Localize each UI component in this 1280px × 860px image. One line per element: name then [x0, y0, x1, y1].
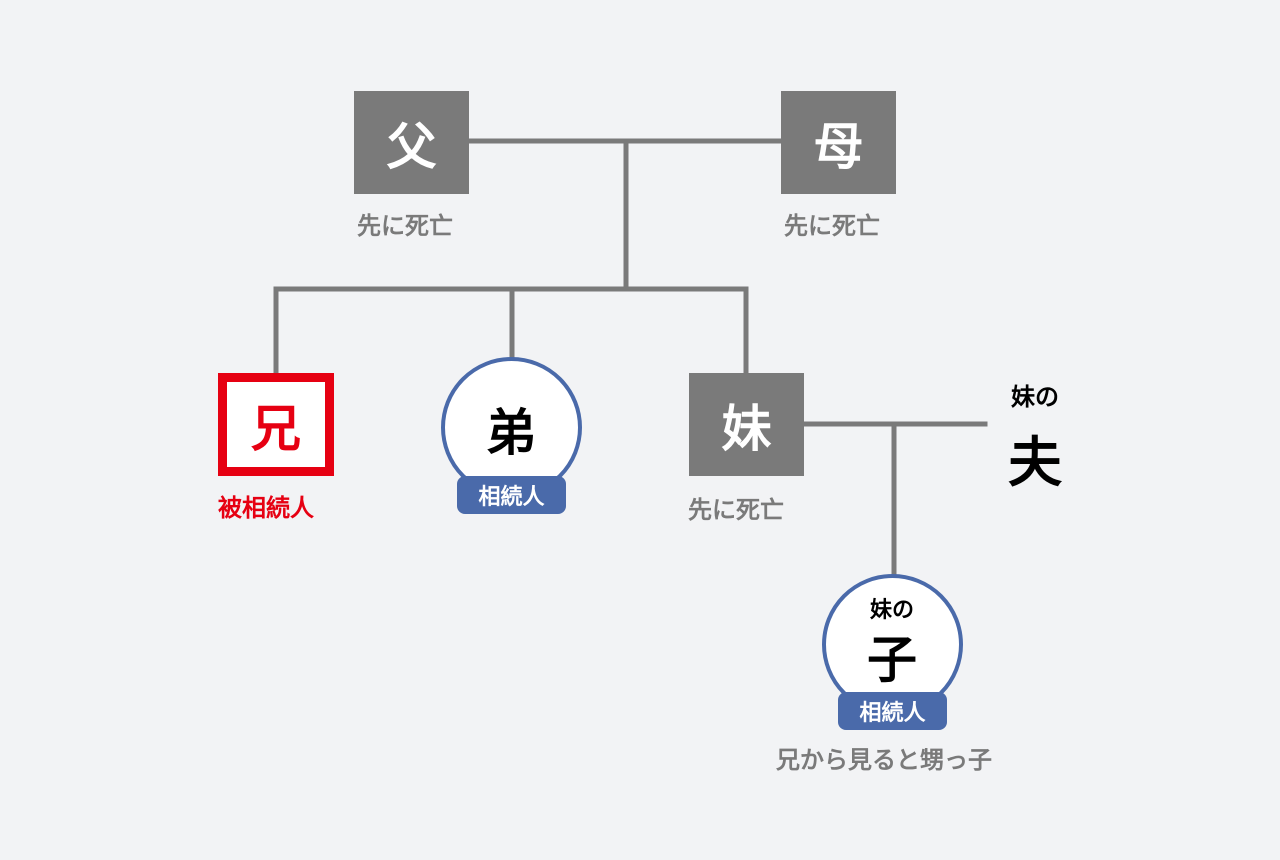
- younger-brother-circle: [441, 357, 582, 498]
- father-label: 父: [386, 117, 437, 176]
- sister-husband-label: 夫: [1008, 431, 1062, 494]
- younger-sister-label: 妹: [721, 399, 772, 458]
- younger-brother-label: 弟: [486, 404, 536, 462]
- mother-box: 母: [781, 91, 896, 194]
- sister-child-label: 子: [867, 631, 917, 689]
- sister-child-prefix: 妹の: [869, 598, 914, 623]
- sister-husband-prefix: 妹の: [1011, 383, 1059, 411]
- father-caption: 先に死亡: [357, 212, 453, 240]
- younger-sister-caption: 先に死亡: [688, 496, 784, 524]
- older-brother-box: 兄: [218, 373, 334, 476]
- sister-child-heir-badge: 相続人: [838, 692, 947, 730]
- sister-child-caption: 兄から見ると甥っ子: [776, 746, 992, 774]
- younger-brother-heir-badge: 相続人: [457, 476, 566, 514]
- mother-caption: 先に死亡: [784, 212, 880, 240]
- mother-label: 母: [813, 117, 864, 176]
- older-brother-label: 兄: [251, 399, 301, 458]
- sister-child-circle: [822, 574, 963, 715]
- older-brother-caption: 被相続人: [218, 494, 314, 522]
- father-box: 父: [354, 91, 469, 194]
- younger-sister-box: 妹: [689, 373, 804, 476]
